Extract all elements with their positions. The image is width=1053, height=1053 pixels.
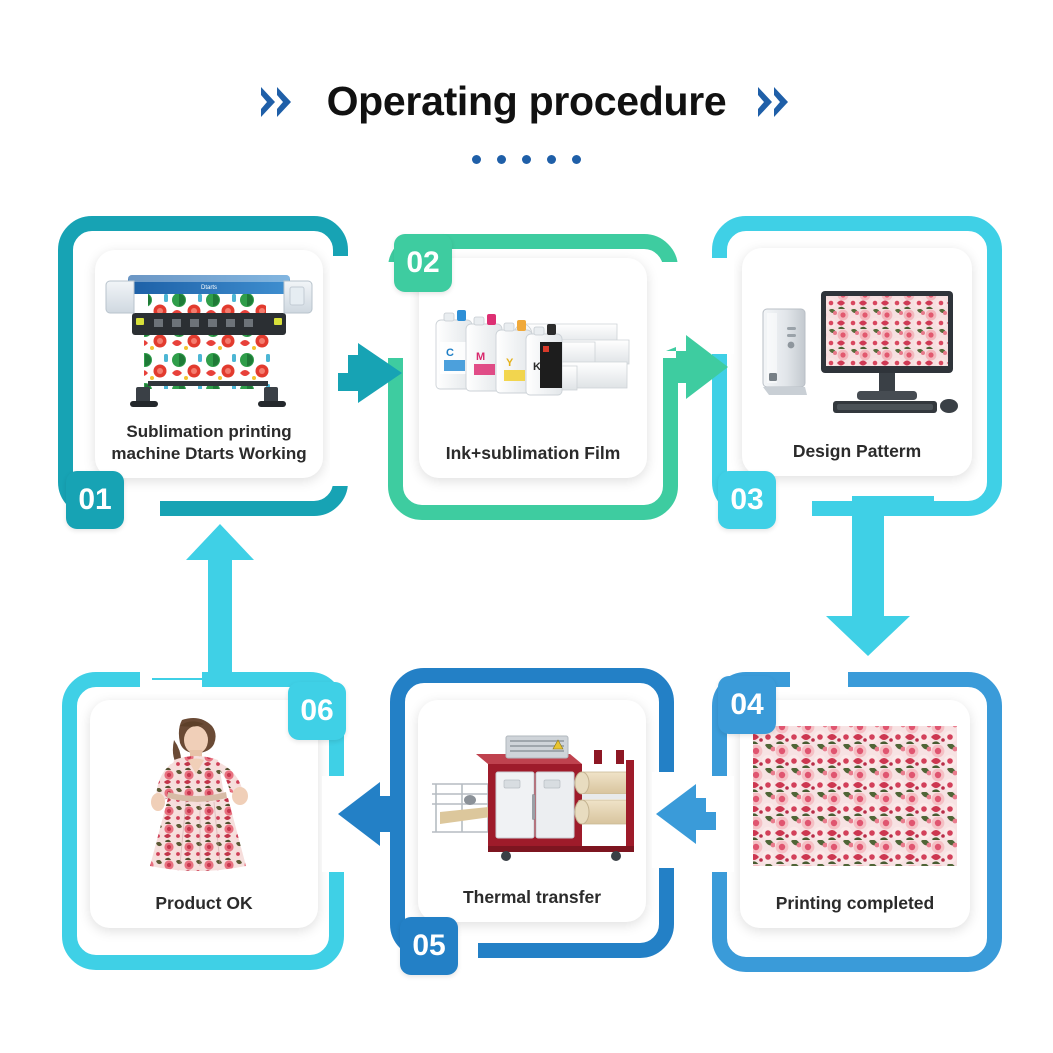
frame-gap-mask [140, 672, 202, 694]
arrow-04-to-05 [654, 782, 718, 850]
step-caption-05: Thermal transfer [462, 886, 602, 907]
frame-gap-mask [652, 772, 674, 868]
step-card-05[interactable]: Thermal transfer [418, 700, 646, 922]
step-badge-06: 06 [288, 682, 346, 740]
frame-gap-mask [330, 256, 352, 486]
step-caption-06: Product OK [155, 892, 253, 913]
separator-dot [472, 155, 481, 164]
step-image-01: Dtarts [95, 250, 323, 421]
step-card-04[interactable]: Printing completed [740, 700, 970, 928]
frame-gap-mask [790, 672, 848, 694]
svg-text:Dtarts: Dtarts [201, 285, 217, 291]
page-title: Operating procedure [326, 78, 727, 124]
step-number-03: 03 [730, 483, 764, 516]
svg-text:K: K [533, 361, 541, 373]
step-badge-04: 04 [718, 676, 776, 734]
step-frame-04 [712, 672, 1002, 972]
separator-dot [522, 155, 531, 164]
step-card-02[interactable]: C M Y [419, 258, 647, 478]
step-number-02: 02 [406, 246, 440, 279]
frame-gap-mask [322, 776, 344, 872]
step-number-05: 05 [412, 929, 446, 962]
arrow-06-to-01 [150, 522, 270, 680]
step-image-03 [742, 248, 972, 440]
double-chevron-right-icon [754, 81, 796, 123]
step-caption-04: Printing completed [775, 892, 935, 913]
step-number-01: 01 [78, 483, 112, 516]
step-card-01[interactable]: Dtarts Sublimation printing machine Dtar… [95, 250, 323, 478]
step-badge-03: 03 [718, 471, 776, 529]
step-caption-02: Ink+sublimation Film [445, 442, 621, 463]
step-badge-02: 02 [394, 234, 452, 292]
step-number-06: 06 [300, 694, 334, 727]
separator-dot [547, 155, 556, 164]
step-badge-01: 01 [66, 471, 124, 529]
step-image-04 [740, 700, 970, 892]
svg-text:Y: Y [506, 357, 514, 369]
arrow-05-to-06 [336, 780, 404, 850]
arrow-02-to-03 [664, 333, 730, 403]
arrow-03-to-04 [806, 494, 936, 658]
header: Operating procedure [0, 78, 1053, 164]
svg-text:C: C [446, 347, 454, 359]
step-image-02: C M Y [419, 258, 647, 442]
separator-dot [497, 155, 506, 164]
separator-dot [572, 155, 581, 164]
svg-text:M: M [476, 351, 485, 363]
dot-separator [0, 155, 1053, 164]
double-chevron-right-icon [257, 81, 299, 123]
step-card-03[interactable]: Design Patterm [742, 248, 972, 476]
arrow-01-to-02 [336, 341, 404, 407]
step-card-06[interactable]: Product OK [90, 700, 318, 928]
step-caption-01: Sublimation printing machine Dtarts Work… [111, 422, 307, 463]
step-caption-03: Design Patterm [792, 440, 922, 461]
title-row: Operating procedure [0, 78, 1053, 125]
frame-gap-mask [712, 776, 734, 872]
step-number-04: 04 [730, 688, 764, 721]
step-image-06 [90, 700, 318, 892]
step-image-05 [418, 700, 646, 886]
step-badge-05: 05 [400, 917, 458, 975]
frame-gap-mask [712, 258, 734, 354]
frame-gap-mask [660, 262, 682, 358]
